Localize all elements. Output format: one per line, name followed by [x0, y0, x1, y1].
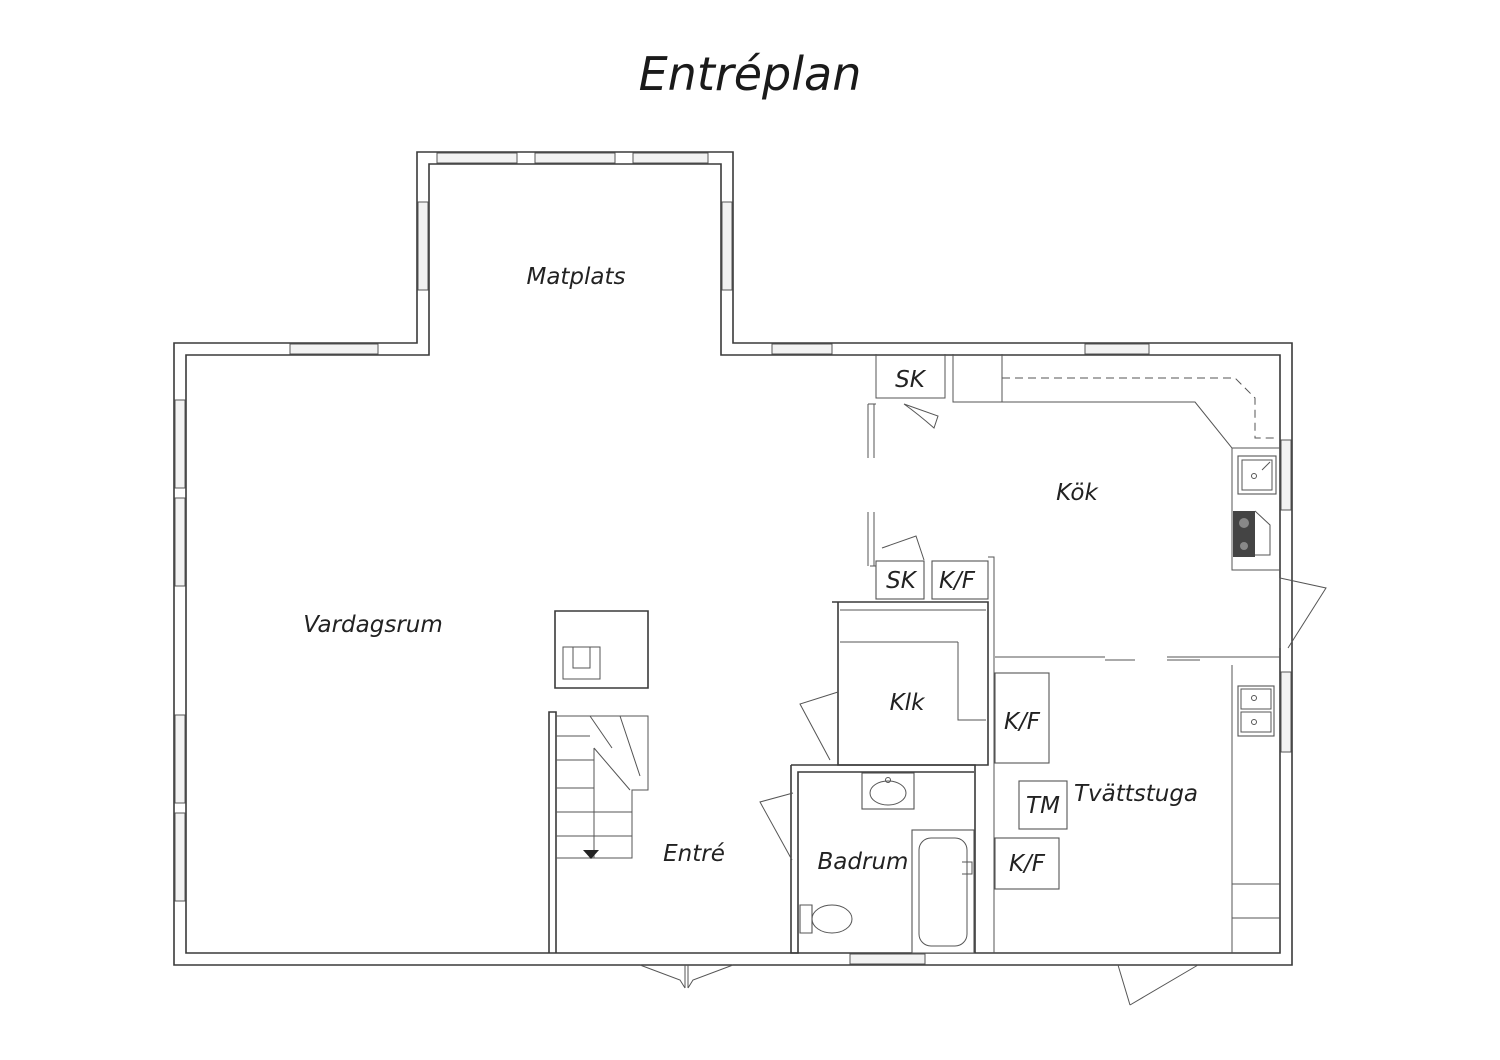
fixture-label-sk-top: SK [895, 367, 927, 393]
room-label-entre: Entré [663, 841, 725, 867]
plan-title: Entréplan [639, 47, 862, 101]
room-label-klk: Klk [890, 690, 926, 716]
room-label-tvattstuga: Tvättstuga [1074, 781, 1198, 807]
fixture-labels: SK SK K/F K/F TM K/F [886, 367, 1060, 877]
double-sink-icon [1237, 685, 1275, 737]
fixture-label-kf-laundry-top: K/F [1004, 709, 1041, 735]
fixture-label-kf-laundry-bottom: K/F [1009, 851, 1046, 877]
room-labels: Matplats Vardagsrum Kök Klk Entré Badrum… [303, 264, 1198, 875]
laundry-fixtures [994, 672, 1275, 890]
kitchen-sink-icon [1237, 455, 1277, 495]
bathroom-fixtures [799, 772, 975, 954]
stair-arrow-icon [583, 850, 599, 859]
room-label-badrum: Badrum [818, 849, 909, 875]
room-label-matplats: Matplats [526, 264, 625, 290]
kitchen-appliances [1233, 455, 1277, 557]
fixture-label-tm: TM [1026, 793, 1060, 819]
stove-icon [1233, 511, 1255, 557]
toilet-icon [799, 904, 813, 934]
interior-walls [548, 354, 1280, 954]
exterior-walls [173, 151, 1293, 966]
fixture-label-kf-hall: K/F [939, 568, 976, 594]
doors [639, 403, 1327, 1006]
room-label-vardagsrum: Vardagsrum [303, 612, 443, 638]
windows [174, 152, 1292, 965]
room-label-kok: Kök [1056, 480, 1099, 506]
fixture-label-sk-bottom: SK [886, 568, 918, 594]
bathtub-icon [911, 829, 975, 954]
staircase [556, 646, 649, 859]
